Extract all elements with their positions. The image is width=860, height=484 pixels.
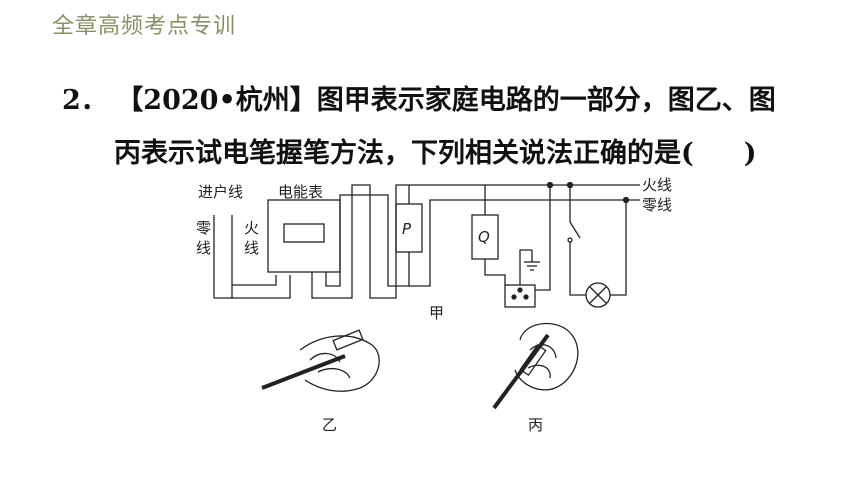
energy-meter	[267, 199, 341, 273]
label-p: P	[402, 220, 412, 238]
label-zero-vertical-1: 零	[196, 219, 211, 237]
label-live: 火线	[642, 176, 672, 194]
caption-jia: 甲	[429, 304, 444, 322]
label-incoming: 进户线	[198, 183, 243, 201]
label-fire-vertical-2: 线	[244, 239, 259, 257]
question-close-paren: )	[743, 138, 757, 169]
label-fire-vertical-1: 火	[244, 219, 259, 237]
pen-grip-bing	[492, 322, 579, 410]
switch	[569, 221, 581, 239]
question-line-1: 2． 【2020•杭州】图甲表示家庭电路的一部分，图乙、图	[62, 78, 776, 117]
caption-yi: 乙	[322, 416, 337, 434]
caption-bing: 丙	[528, 416, 543, 434]
label-neutral: 零线	[642, 196, 672, 214]
question-line-2: 丙表示试电笔握笔方法，下列相关说法正确的是()	[114, 131, 757, 170]
label-q: Q	[478, 228, 490, 246]
label-meter: 电能表	[278, 183, 323, 201]
question-number: 2．	[62, 85, 108, 116]
section-header: 全章高频考点专训	[52, 14, 237, 39]
question-text-2: 丙表示试电笔握笔方法，下列相关说法正确的是(	[114, 138, 694, 169]
pen-grip-yi	[261, 329, 380, 392]
label-zero-vertical-2: 线	[196, 239, 211, 257]
question-text-1: 【2020•杭州】图甲表示家庭电路的一部分，图乙、图	[129, 85, 776, 116]
meter-display	[283, 223, 325, 243]
